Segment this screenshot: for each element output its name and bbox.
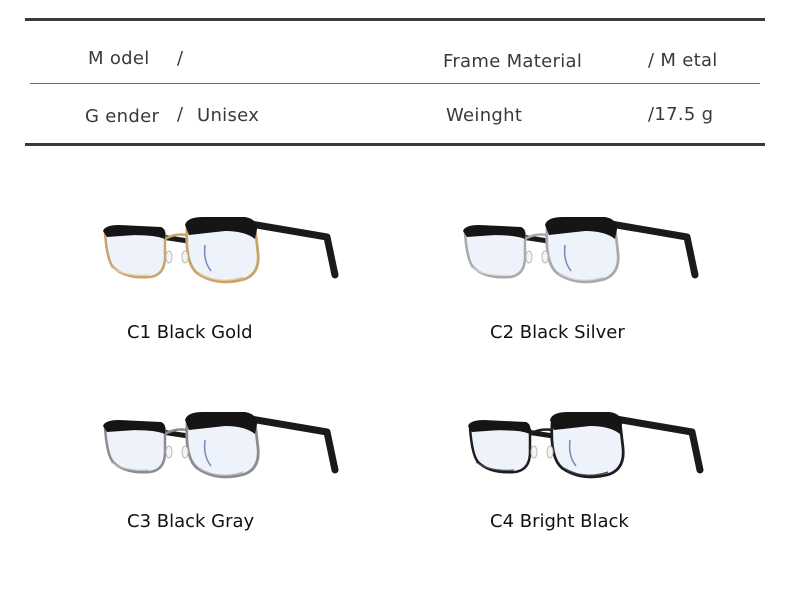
- variant-label-c1: C1 Black Gold: [127, 322, 253, 343]
- variant-label-c2: C2 Black Silver: [490, 322, 625, 343]
- eyeglasses-icon: [463, 217, 699, 284]
- spec-table-top-rule: [25, 18, 765, 21]
- variant-label-c3: C3 Black Gray: [127, 511, 255, 532]
- gender-separator: /: [177, 104, 184, 125]
- gender-value: Unisex: [197, 105, 260, 126]
- model-separator: /: [177, 48, 184, 69]
- gender-label: G ender: [85, 106, 160, 127]
- frame-material-label: Frame Material: [443, 51, 583, 72]
- weight-value: /17.5 g: [648, 104, 714, 125]
- spec-table-bottom-rule: [25, 143, 765, 146]
- eyeglasses-icon: [103, 217, 339, 284]
- weight-label: Weinght: [446, 105, 523, 126]
- frame-material-value: / M etal: [648, 50, 718, 71]
- model-label: M odel: [88, 48, 150, 69]
- spec-table-divider: [30, 83, 760, 84]
- eyeglasses-icon: [103, 412, 339, 479]
- eyeglasses-icon: [468, 412, 704, 479]
- variant-label-c4: C4 Bright Black: [490, 511, 629, 532]
